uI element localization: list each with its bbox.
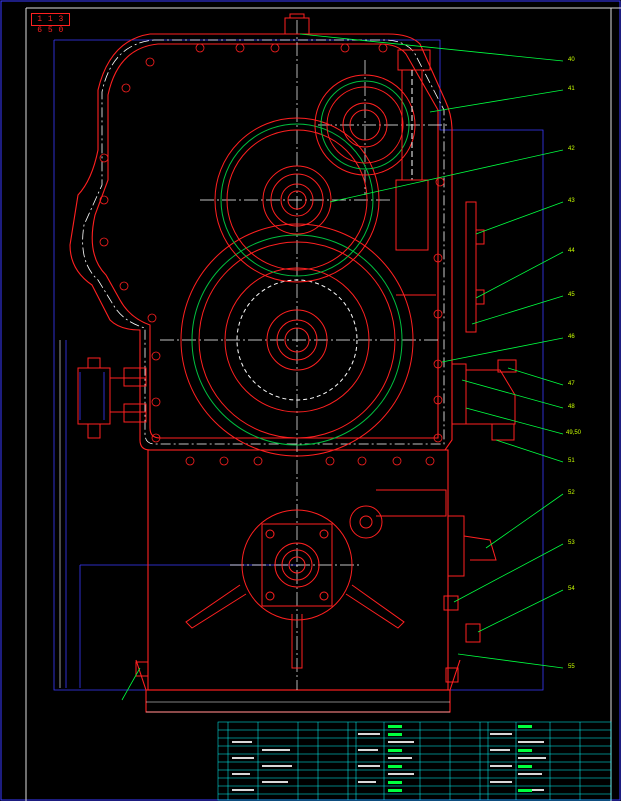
callout-45: 45: [568, 292, 575, 298]
lower-right-assembly: [135, 489, 497, 683]
callout-48: 48: [568, 404, 575, 410]
output-gear: [180, 223, 414, 457]
dimension-lines: [59, 340, 450, 713]
lower-motor-mount: [185, 509, 405, 669]
callout-40: 40: [568, 57, 575, 63]
parts-list: [217, 721, 612, 801]
callout-54: 54: [568, 586, 575, 592]
parts-list-entries: [232, 733, 546, 791]
callout-46: 46: [568, 334, 575, 340]
drawing-number: 1 1 3 6 5 0: [31, 13, 70, 35]
left-bearing-cap: [77, 357, 147, 439]
flange-bolt-line: [82, 39, 445, 445]
intermediate-gear: [214, 117, 380, 283]
vertical-shaft: [395, 49, 436, 296]
callout-44: 44: [568, 248, 575, 254]
callout-41: 41: [568, 86, 575, 92]
callout-42: 42: [568, 146, 575, 152]
view-frames: [53, 39, 544, 691]
housing-outline: [69, 33, 461, 713]
flange-bolts: [99, 43, 445, 466]
left-cap-detail: [79, 372, 105, 420]
callout-47: 47: [568, 381, 575, 387]
oil-gauge: [465, 201, 485, 333]
breather-plug: [284, 13, 310, 35]
callout-53: 53: [568, 540, 575, 546]
callout-49-50: 49,50: [566, 430, 582, 436]
centerlines: [160, 20, 448, 690]
callout-52: 52: [568, 490, 575, 496]
callout-55: 55: [568, 664, 575, 670]
input-gear: [314, 74, 416, 176]
bolt: [99, 43, 445, 466]
parts-list-highlights: [388, 725, 532, 792]
lower-mount-bolts: [265, 529, 329, 601]
callout-51: 51: [568, 458, 575, 464]
right-bearing-cap: [451, 359, 517, 441]
leader-lines: [121, 33, 564, 701]
callout-43: 43: [568, 198, 575, 204]
